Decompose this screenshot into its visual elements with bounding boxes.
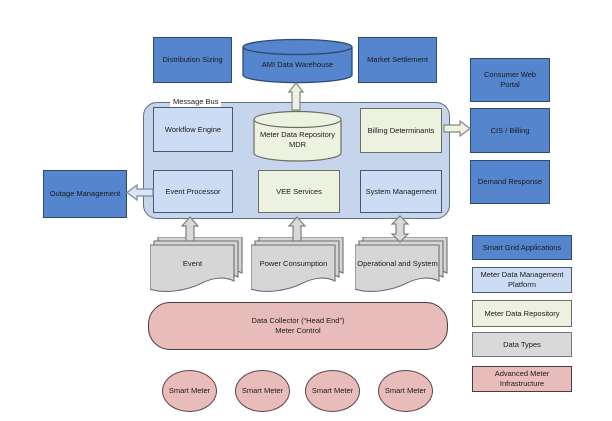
- node-outage-management: Outage Management: [43, 170, 127, 218]
- node-data-collector: Data Collector (“Head End”) Meter Contro…: [148, 302, 448, 350]
- legend-data-types: Data Types: [472, 332, 572, 357]
- legend-meter-data-management-platform: Meter Data Management Platform: [472, 267, 572, 293]
- node-billing-determinants: Billing Determinants: [360, 108, 442, 153]
- node-event-processor: Event Processor: [153, 170, 233, 213]
- legend-meter-data-repository: Meter Data Repository: [472, 300, 572, 327]
- document-stack-shape: [150, 237, 243, 292]
- doc-operational-system-label: Operational and System: [357, 259, 438, 269]
- arrow-bus-to-cis-right-icon: [443, 120, 471, 137]
- doc-event-label: Event: [182, 259, 203, 269]
- message-bus-label: Message Bus: [170, 97, 222, 107]
- cylinder-shape-cream: [253, 110, 342, 162]
- node-meter-data-repository: Meter Data Repository MDR: [253, 110, 342, 163]
- doc-event: Event: [150, 237, 243, 293]
- legend-advanced-meter-infrastructure: Advanced Meter Infrastructure: [472, 366, 572, 392]
- node-smart-meter-4: Smart Meter: [378, 370, 433, 412]
- node-vee-services: VEE Services: [258, 170, 340, 213]
- node-system-management: System Management: [360, 170, 442, 213]
- node-consumer-web-portal: Consumer Web Portal: [470, 58, 550, 102]
- arrow-eventprocessor-to-outage-left-icon: [126, 184, 154, 201]
- arrow-operational-doc-double-icon: [391, 215, 409, 243]
- document-stack-shape: [355, 237, 448, 292]
- data-collector-label-line1: Data Collector (“Head End”): [251, 316, 345, 326]
- node-smart-meter-2: Smart Meter: [235, 370, 290, 412]
- arrow-power-doc-up-icon: [288, 216, 306, 242]
- node-distribution-sizing: Distribution Sizing: [153, 37, 232, 83]
- node-cis-billing: CIS / Billing: [470, 108, 550, 153]
- doc-operational-system: Operational and System: [355, 237, 448, 293]
- doc-power-consumption-label: Power Consumption: [259, 259, 328, 269]
- doc-power-consumption: Power Consumption: [251, 237, 344, 293]
- node-smart-meter-1: Smart Meter: [162, 370, 217, 412]
- meter-data-repository-label-line2: MDR: [288, 140, 307, 149]
- ami-data-warehouse-label: AMI Data Warehouse: [261, 60, 334, 69]
- data-collector-label-line2: Meter Control: [275, 326, 321, 335]
- arrow-event-doc-up-icon: [181, 216, 199, 242]
- cylinder-shape-blue: [242, 38, 353, 84]
- legend-smart-grid-applications: Smart Grid Applications: [472, 235, 572, 260]
- node-demand-response: Demand Response: [470, 160, 550, 204]
- document-stack-shape: [251, 237, 344, 292]
- node-workflow-engine: Workflow Engine: [153, 107, 233, 152]
- arrow-mdr-to-warehouse-up-icon: [288, 82, 304, 111]
- meter-data-repository-label-line1: Meter Data Repository: [259, 130, 336, 139]
- node-smart-meter-3: Smart Meter: [305, 370, 360, 412]
- node-market-settlement: Market Settlement: [358, 37, 437, 83]
- node-ami-data-warehouse: AMI Data Warehouse: [242, 38, 353, 84]
